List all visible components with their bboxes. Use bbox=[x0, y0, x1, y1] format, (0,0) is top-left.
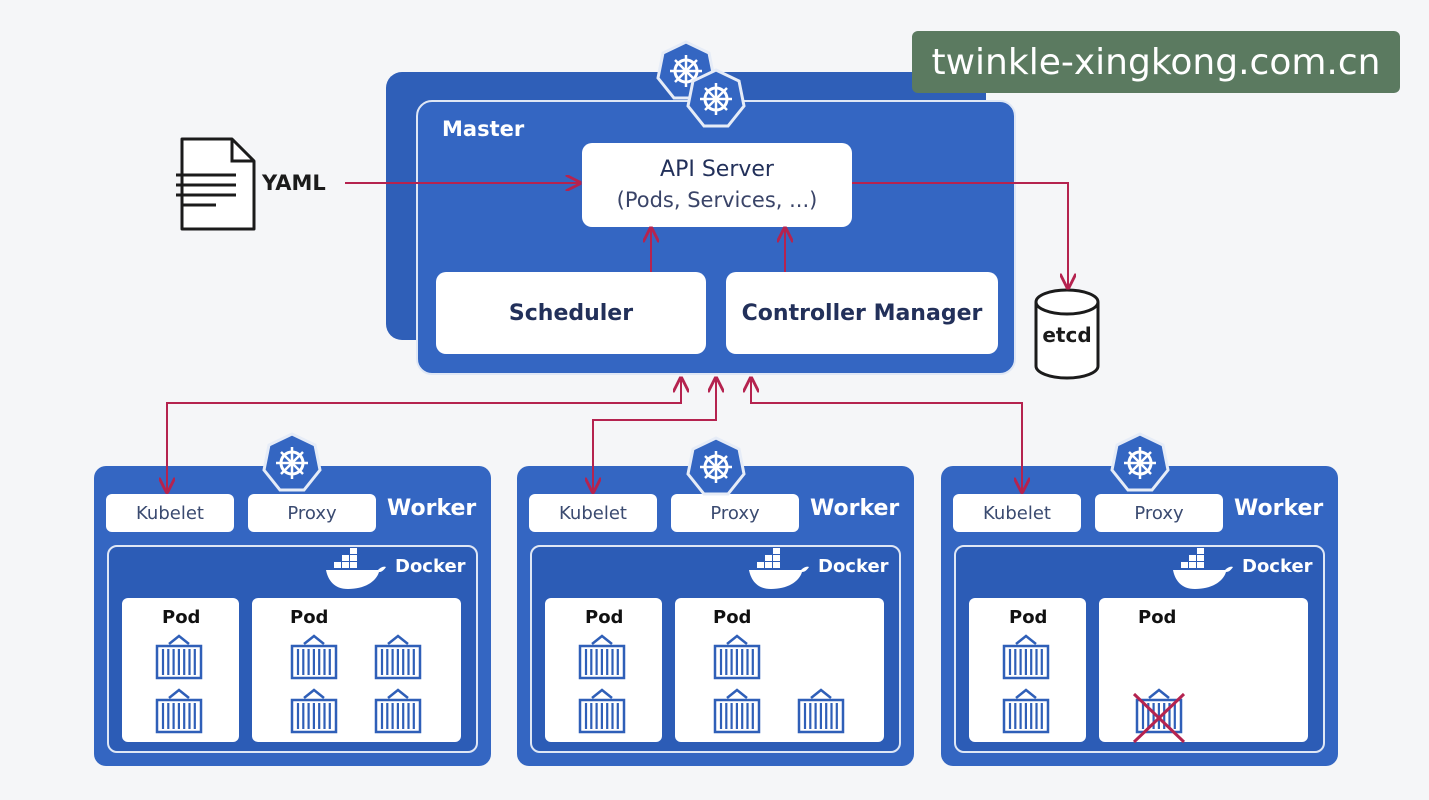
container-icon bbox=[155, 688, 203, 734]
cross-icon bbox=[1132, 692, 1186, 744]
container-icon bbox=[578, 634, 626, 680]
kubelet-box: Kubelet bbox=[529, 494, 657, 532]
kubelet-label: Kubelet bbox=[559, 502, 627, 524]
watermark: twinkle-xingkong.com.cn bbox=[912, 31, 1400, 93]
yaml-label: YAML bbox=[262, 171, 326, 195]
kubelet-box: Kubelet bbox=[106, 494, 234, 532]
pod-label: Pod bbox=[162, 607, 201, 628]
kubelet-box: Kubelet bbox=[953, 494, 1081, 532]
worker-label: Worker bbox=[387, 496, 477, 521]
container-icon bbox=[1002, 634, 1050, 680]
container-icon bbox=[290, 688, 338, 734]
etcd-label: etcd bbox=[1042, 323, 1092, 347]
kubernetes-helm-icon bbox=[262, 432, 322, 492]
kubelet-label: Kubelet bbox=[136, 502, 204, 524]
docker-label: Docker bbox=[1242, 556, 1313, 577]
api-server-box: API Server (Pods, Services, ...) bbox=[582, 143, 852, 227]
proxy-label: Proxy bbox=[710, 502, 760, 524]
database-icon bbox=[1034, 288, 1100, 380]
worker-label: Worker bbox=[810, 496, 900, 521]
container-icon bbox=[713, 634, 761, 680]
pod-box bbox=[969, 598, 1086, 742]
container-icon bbox=[797, 688, 845, 734]
controller-manager-label: Controller Manager bbox=[741, 300, 983, 326]
proxy-label: Proxy bbox=[1134, 502, 1184, 524]
pod-label: Pod bbox=[1138, 607, 1177, 628]
kubernetes-helm-icon bbox=[1110, 432, 1170, 492]
container-icon bbox=[1002, 688, 1050, 734]
container-icon bbox=[713, 688, 761, 734]
proxy-box: Proxy bbox=[248, 494, 376, 532]
pod-box bbox=[122, 598, 239, 742]
api-server-title: API Server bbox=[660, 157, 774, 182]
container-icon bbox=[578, 688, 626, 734]
kubelet-label: Kubelet bbox=[983, 502, 1051, 524]
scheduler-label: Scheduler bbox=[508, 300, 634, 326]
proxy-box: Proxy bbox=[1095, 494, 1223, 532]
api-server-subtitle: (Pods, Services, ...) bbox=[616, 188, 818, 212]
docker-whale-icon bbox=[749, 548, 809, 589]
pod-label: Pod bbox=[290, 607, 329, 628]
container-icon bbox=[374, 634, 422, 680]
pod-box bbox=[545, 598, 662, 742]
pod-label: Pod bbox=[1009, 607, 1048, 628]
controller-manager-box: Controller Manager bbox=[726, 272, 998, 354]
proxy-box: Proxy bbox=[671, 494, 799, 532]
pod-box bbox=[1099, 598, 1308, 742]
scheduler-box: Scheduler bbox=[436, 272, 706, 354]
pod-label: Pod bbox=[585, 607, 624, 628]
master-label: Master bbox=[442, 117, 525, 141]
proxy-label: Proxy bbox=[287, 502, 337, 524]
pod-label: Pod bbox=[713, 607, 752, 628]
kubernetes-helm-icon bbox=[686, 436, 746, 496]
pod-box bbox=[675, 598, 884, 742]
pod-box bbox=[252, 598, 461, 742]
container-icon bbox=[374, 688, 422, 734]
container-icon bbox=[290, 634, 338, 680]
kubernetes-helm-icon bbox=[686, 68, 746, 128]
docker-label: Docker bbox=[395, 556, 466, 577]
docker-whale-icon bbox=[1173, 548, 1233, 589]
worker-label: Worker bbox=[1234, 496, 1324, 521]
container-icon bbox=[155, 634, 203, 680]
docker-whale-icon bbox=[326, 548, 386, 589]
document-icon bbox=[176, 137, 256, 231]
docker-label: Docker bbox=[818, 556, 889, 577]
